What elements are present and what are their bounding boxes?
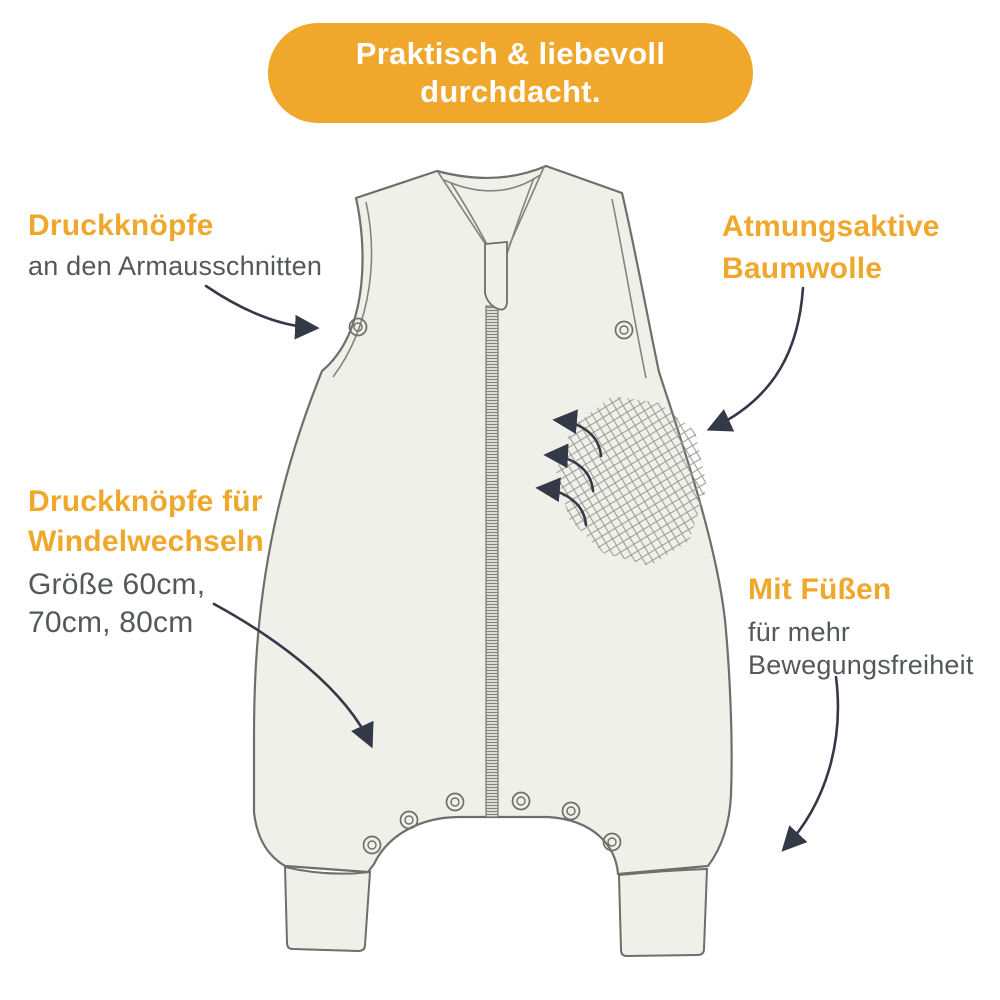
label-feet-subtitle-line1: für mehr <box>748 617 851 647</box>
airflow-arrow-2 <box>543 443 595 493</box>
zipper-flap <box>484 241 508 311</box>
label-diaper-subtitle-line1: Größe 60cm, <box>28 568 206 601</box>
arrow-to-armhole-snap <box>204 284 320 340</box>
label-diaper-title-line1: Druckknöpfe für <box>28 485 263 518</box>
headline-banner: Praktisch & liebevoll durchdacht. <box>268 23 753 123</box>
crotch-snap-4 <box>511 791 531 811</box>
armhole-band-left <box>332 201 373 378</box>
armhole-snap-left <box>348 317 368 337</box>
airflow-arrow-3 <box>535 477 588 527</box>
crotch-snap-3 <box>362 835 382 855</box>
foot-cuff-left <box>283 865 372 953</box>
label-breathable-cotton: Atmungsaktive Baumwolle <box>722 206 940 290</box>
label-diaper-snaps: Druckknöpfe für Windelwechseln Größe 60c… <box>28 482 264 642</box>
airflow-arrows <box>535 409 603 527</box>
crotch-snap-1 <box>445 792 465 812</box>
collar-v-left-outer <box>437 171 489 249</box>
armhole-band-right <box>611 198 647 379</box>
label-armhole-subtitle: an den Armausschnitten <box>28 251 323 281</box>
label-armhole-title: Druckknöpfe <box>28 209 214 242</box>
crotch-snap-5 <box>561 801 581 821</box>
label-cotton-title-line1: Atmungsaktive <box>722 210 940 243</box>
armhole-snap-right <box>614 320 634 340</box>
arrow-to-mesh-patch <box>706 286 805 432</box>
label-armhole-snaps: Druckknöpfe an den Armausschnitten <box>28 206 322 283</box>
crotch-snap-2 <box>399 810 419 830</box>
label-diaper-subtitle-line2: 70cm, 80cm <box>28 606 194 639</box>
airflow-arrow-1 <box>552 409 603 458</box>
label-feet-subtitle-line2: Bewegungsfreiheit <box>748 650 974 680</box>
front-zipper <box>485 305 499 818</box>
collar-v-right-inner <box>505 177 535 258</box>
headline-line1: Praktisch & liebevoll <box>355 36 666 71</box>
collar-inner-line <box>443 174 541 192</box>
headline-line2: durchdacht. <box>420 74 601 109</box>
snap-buttons <box>348 317 634 855</box>
label-feet-title: Mit Füßen <box>748 573 892 606</box>
label-cotton-title-line2: Baumwolle <box>722 252 883 285</box>
arrow-to-foot-cuff <box>781 675 840 852</box>
label-diaper-title-line2: Windelwechseln <box>28 525 264 558</box>
foot-cuff-right <box>617 867 709 958</box>
arrow-to-diaper-snaps <box>212 602 374 749</box>
label-feet: Mit Füßen für mehr Bewegungsfreiheit <box>748 570 974 682</box>
crotch-snap-6 <box>602 832 622 852</box>
